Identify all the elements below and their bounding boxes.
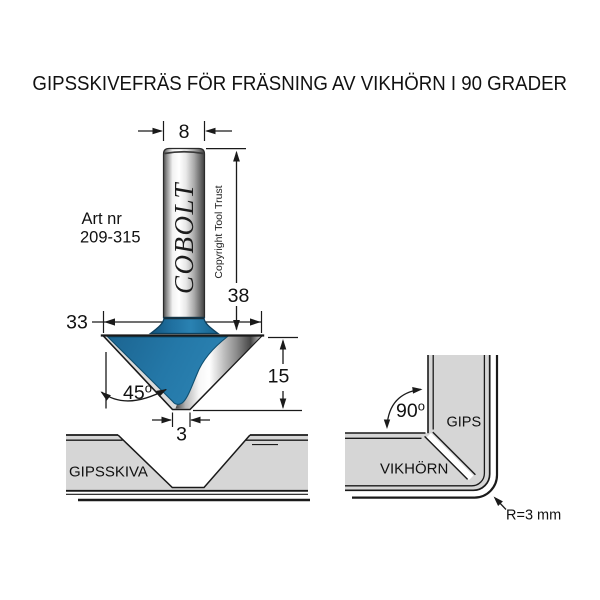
dim-tip-width: 3	[152, 412, 210, 446]
dim-15-label: 15	[268, 366, 290, 388]
copyright-text: Copyright Tool Trust	[213, 185, 225, 278]
gipsskiva-label: GIPSSKIVA	[69, 464, 148, 481]
art-number: 209-315	[80, 229, 141, 247]
dim-3-label: 3	[176, 424, 187, 446]
brand-text: COBOLT	[169, 182, 199, 294]
article-number-block: Art nr 209-315	[80, 210, 141, 247]
groove-diagram: GIPSSKIVA	[66, 434, 310, 502]
dim-shank-diameter: 8	[138, 121, 232, 143]
shank-cap-line	[164, 150, 204, 155]
shank: COBOLT	[162, 147, 206, 319]
dim-cutter-height: 15	[193, 336, 302, 412]
dim-8-label: 8	[179, 121, 190, 143]
collar	[148, 316, 220, 335]
dim-45-label: 45o	[123, 381, 152, 405]
art-label: Art nr	[82, 210, 123, 228]
dim-38-label: 38	[228, 285, 250, 307]
fold-corner-diagram: 90o GIPS VIKHÖRN R=3 mm	[345, 355, 561, 524]
vikhorn-label: VIKHÖRN	[380, 460, 448, 478]
radius-label: R=3 mm	[506, 508, 561, 524]
gips-label: GIPS	[447, 415, 482, 431]
fold-seam	[426, 433, 474, 481]
dim-shank-length: 38	[206, 147, 250, 331]
dim-cutting-angle: 45o	[100, 352, 167, 409]
page-title: GIPSSKIVEFRÄS FÖR FRÄSNING AV VIKHÖRN I …	[32, 72, 568, 95]
dim-33-label: 33	[66, 312, 88, 334]
blue-cutting-face	[106, 336, 229, 405]
cutter-head	[100, 334, 265, 411]
dim-90-label: 90o	[396, 399, 425, 423]
